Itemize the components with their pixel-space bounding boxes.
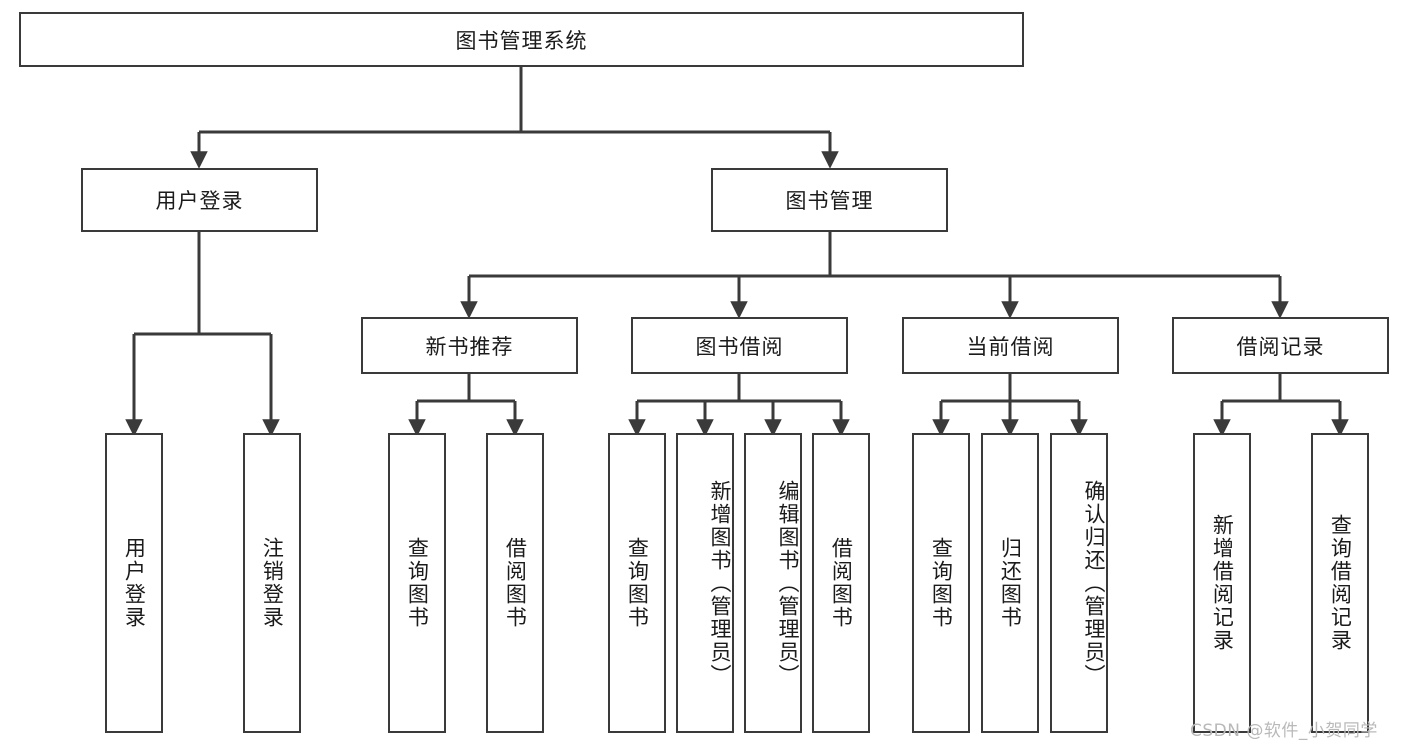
leaf-label: 归还图书 — [998, 537, 1023, 629]
node-book-management[interactable]: 图书管理 — [711, 168, 948, 232]
leaf-label: 查询图书 — [625, 537, 650, 629]
leaf-label: 注销登录 — [260, 537, 285, 629]
node-new-book-recommend[interactable]: 新书推荐 — [361, 317, 578, 374]
leaf-label: 查询图书 — [929, 537, 954, 629]
leaf-label: 新增图书（管理员） — [708, 479, 732, 687]
leaf-borrow-edit-book-admin[interactable]: 编辑图书（管理员） — [744, 433, 802, 733]
leaf-label: 用户登录 — [122, 537, 147, 629]
leaf-borrow-query-book[interactable]: 查询图书 — [608, 433, 666, 733]
leaf-label: 新增借阅记录 — [1210, 514, 1235, 652]
node-borrow-record[interactable]: 借阅记录 — [1172, 317, 1389, 374]
node-current-borrow[interactable]: 当前借阅 — [902, 317, 1119, 374]
leaf-label: 借阅图书 — [503, 537, 528, 629]
leaf-current-confirm-return-admin[interactable]: 确认归还（管理员） — [1050, 433, 1108, 733]
leaf-label: 确认归还（管理员） — [1082, 479, 1106, 687]
leaf-user-login-signin[interactable]: 用户登录 — [105, 433, 163, 733]
node-book-borrow[interactable]: 图书借阅 — [631, 317, 848, 374]
leaf-label: 编辑图书（管理员） — [776, 479, 800, 687]
leaf-borrow-add-book-admin[interactable]: 新增图书（管理员） — [676, 433, 734, 733]
leaf-new-book-borrow[interactable]: 借阅图书 — [486, 433, 544, 733]
leaf-label: 查询图书 — [405, 537, 430, 629]
leaf-label: 查询借阅记录 — [1328, 514, 1353, 652]
watermark-text: CSDN @软件_小贺同学 — [1190, 721, 1378, 741]
leaf-current-query-book[interactable]: 查询图书 — [912, 433, 970, 733]
leaf-borrow-borrow-book[interactable]: 借阅图书 — [812, 433, 870, 733]
node-user-login[interactable]: 用户登录 — [81, 168, 318, 232]
leaf-new-book-query[interactable]: 查询图书 — [388, 433, 446, 733]
leaf-label: 借阅图书 — [829, 537, 854, 629]
leaf-record-add[interactable]: 新增借阅记录 — [1193, 433, 1251, 733]
node-root-system[interactable]: 图书管理系统 — [19, 12, 1024, 67]
leaf-user-login-signout[interactable]: 注销登录 — [243, 433, 301, 733]
leaf-current-return-book[interactable]: 归还图书 — [981, 433, 1039, 733]
leaf-record-query[interactable]: 查询借阅记录 — [1311, 433, 1369, 733]
